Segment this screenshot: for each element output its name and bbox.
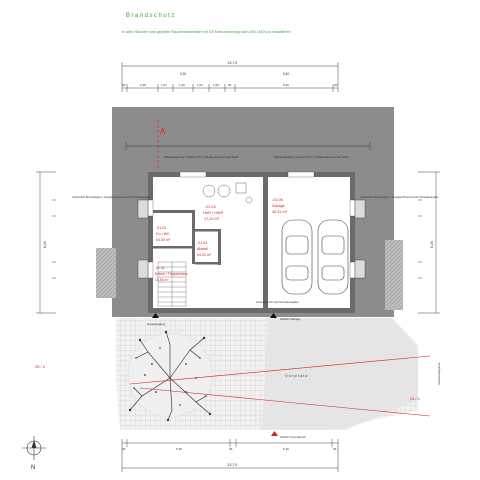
entry-label-garage: Zufahrt Garage [280,317,301,321]
dimension-left [36,171,56,314]
terrain-right [385,240,403,310]
window-note-left: Wandaussparung / Fenster 0,75 / 1,35 Wan… [164,155,239,159]
light-wells [137,199,366,279]
dimension-top-seg-5: 1,00 [213,83,219,87]
dimension-bottom-seg-4: 30 [333,447,337,451]
room-label-abstell: -01.03 Abstell 04,31 m² [197,241,212,257]
dimension-top-seg-2: 1,01 [161,83,167,87]
entry-label-house: Hauseingang [147,322,165,326]
stair [157,261,187,307]
roof-dimension [125,142,371,150]
room-id: -01.04 [205,205,216,209]
room-name: Entree / Treppenhaus [155,272,188,276]
dimension-top-mid-1: 5,40 [283,72,289,76]
room-label-wc: -01.02 Du / WC 04,53 m² [156,226,171,242]
lot-label-right: 24 / 1 [410,396,421,401]
dimension-top-mid-0: 6,30 [180,72,186,76]
section-marker: A [157,120,166,170]
dimension-bottom [121,439,339,472]
room-id: -01.03 [197,241,207,245]
light-well-note-left: Lichtschacht Betonfertigteil u. Gussgitt… [72,196,151,199]
room-id: -01.05 [272,198,283,202]
door-note: Verbundbereich nach Herstellerangaben [256,301,299,304]
room-name: Du / WC [156,232,170,236]
room-area: 40,31 m² [272,210,288,214]
room-name: Garage [272,204,285,208]
garage-ramp [262,318,418,430]
room-label-garage: -01.05 Garage 40,31 m² [272,198,288,214]
car-right [317,219,349,295]
dimension-top-total: 13,74 [227,60,238,65]
technical-equipment [202,182,253,204]
interior-garage [268,177,350,308]
dimension-bottom-seg-3: 5,40 [283,447,289,451]
dimension-top [121,62,339,92]
interior-west [153,177,263,308]
room-area: 04,53 m² [156,238,171,242]
dimension-right [418,171,440,314]
terrain-left [96,248,116,298]
entry-arrow-garage [270,313,277,318]
entry-arrow-property [271,431,278,436]
room-label-har: -01.04 HAR / HWR 17,22 m² [203,205,224,221]
dimension-right-total: 8,24 [430,241,434,248]
dimension-top-seg-3: 1,26 [179,83,185,87]
dimension-bottom-total: 13,74 [227,462,238,467]
light-well-note-right: Lichtschacht Betonfertigteil u. Gussgitt… [360,196,439,199]
room-name: Abstell [197,247,208,251]
dimension-bottom-seg-0: 30 [122,447,126,451]
car-left [281,219,313,295]
lot-line-label: Grundstücksgrenze [437,362,441,385]
north-arrow [22,436,46,460]
room-area: 13,94 m² [155,278,169,282]
interior-walls [153,177,268,308]
room-area: 04,31 m² [197,253,212,257]
room-area: 17,22 m² [204,217,220,221]
header-note: In allen Räumen sind geprüfte Rauchmelde… [122,30,291,34]
forecourt-label: V o r p l a t z [285,373,307,378]
lot-label-left: 25 / 2 [35,364,46,369]
header-title: Brandschutz [126,13,176,19]
dimension-bottom-seg-2: 30 [229,447,233,451]
entry-arrow-house [152,313,159,318]
tree [127,330,213,422]
window-note-right: Wandaussparung / Fenster 0,75 / 1,35 Wan… [274,155,349,159]
dimension-top-seg-7: 5,40 [283,83,289,87]
room-id: -01.02 [156,226,166,230]
dimension-top-seg-1: 2,38 [140,83,146,87]
lot-boundaries [129,355,431,417]
dimension-top-seg-0: 30 [122,83,126,87]
section-letter: A [160,127,166,136]
room-name: HAR / HWR [203,211,224,215]
dimension-top-seg-4: 1,01 [197,83,203,87]
dimension-left-total: 8,24 [43,241,47,248]
dimension-top-seg-8: 30 [334,83,338,87]
dimension-bottom-seg-1: 6,30 [176,447,182,451]
room-id: -01.01 [155,266,165,270]
entry-label-property: Zufahrt Grundstück [280,435,306,439]
room-label-entree: -01.01 Entree / Treppenhaus 13,94 m² [155,266,188,282]
dimension-top-seg-6: 30 [228,83,232,87]
north-label: N [31,465,35,471]
